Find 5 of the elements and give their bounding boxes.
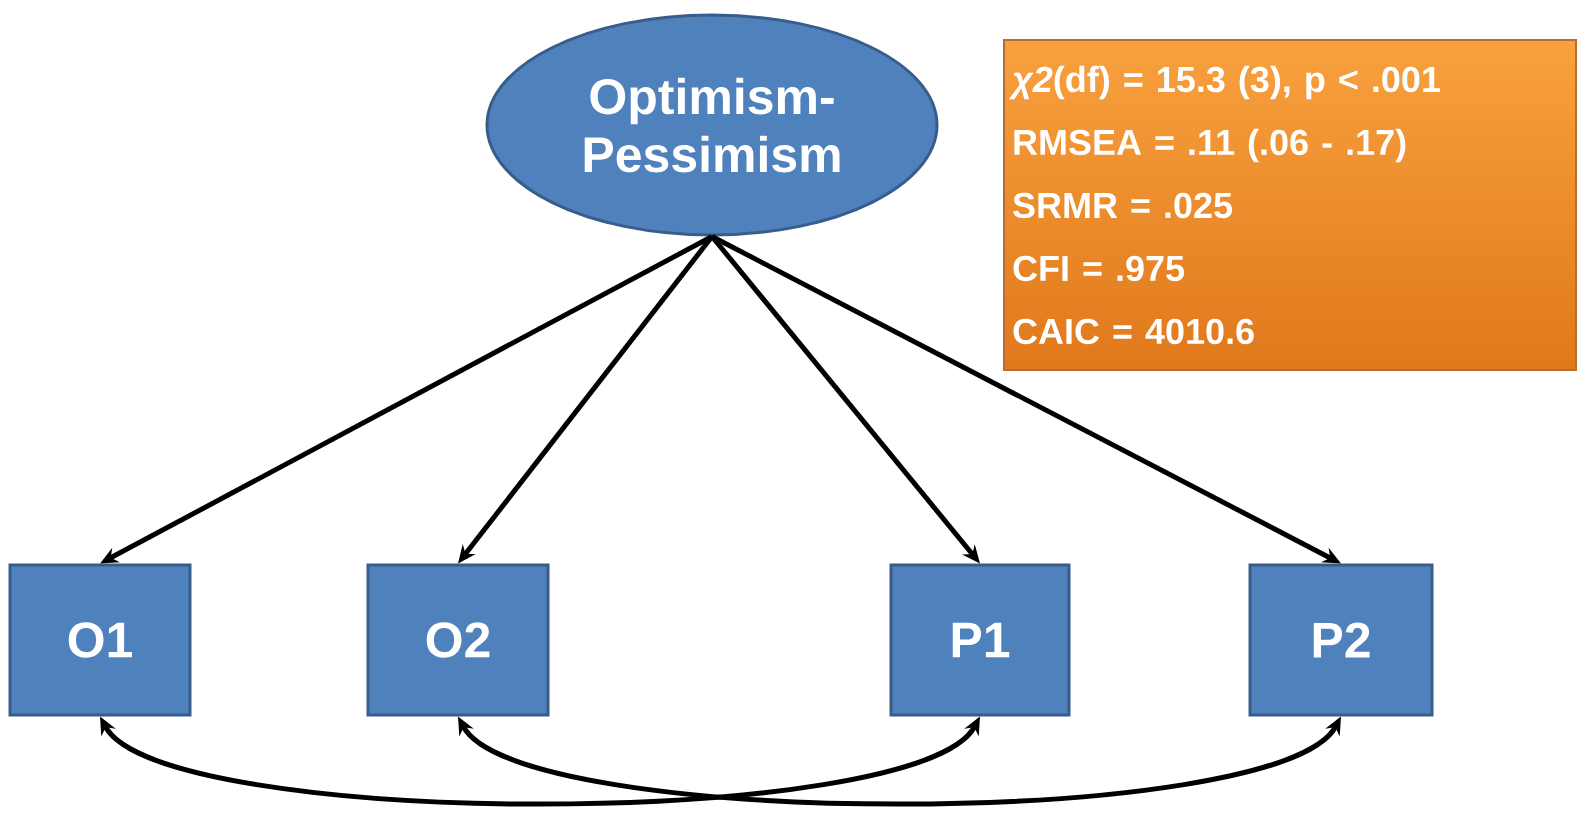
indicator-box: O2 [366, 563, 550, 717]
fit-statistics-box: χ2(df) = 15.3 (3), p < .001 RMSEA = .11 (.06 - .17) SRMR = .025 CFI = .975 CAIC = 4010.6 [1003, 39, 1577, 371]
indicator-box: P1 [889, 563, 1071, 717]
indicator-box: P2 [1248, 563, 1434, 717]
indicator-box: O1 [8, 563, 192, 717]
